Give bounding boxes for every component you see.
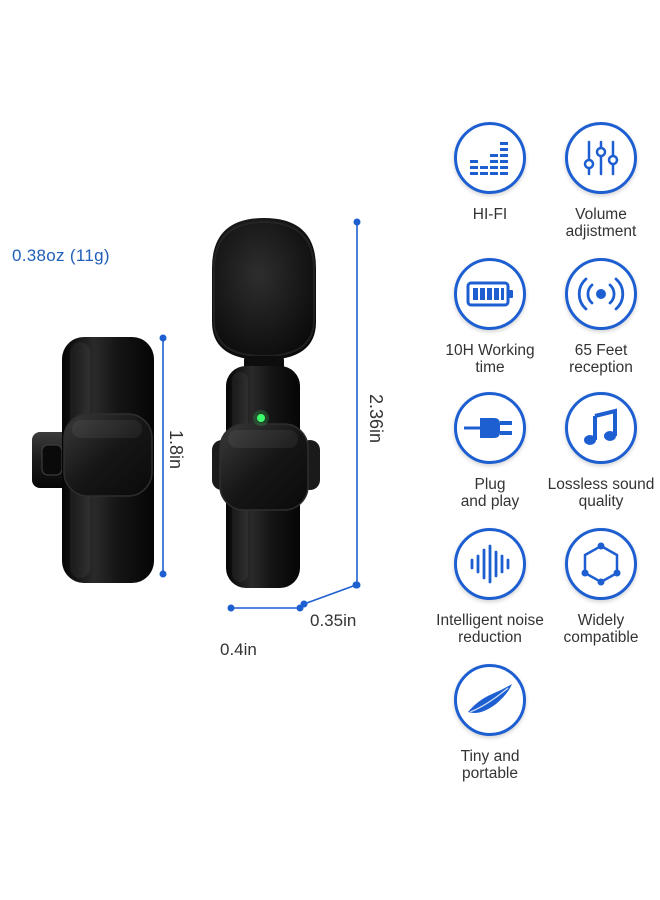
wireless-signal-icon <box>565 258 637 330</box>
feature-lossless: Lossless sound quality <box>535 392 660 510</box>
feature-label: Volume adjistment <box>565 206 637 240</box>
hexagon-network-icon <box>565 528 637 600</box>
feather-icon <box>454 664 526 736</box>
feature-plug: Plug and play <box>424 392 556 510</box>
feature-label: Intelligent noise reduction <box>436 612 544 646</box>
plug-icon <box>454 392 526 464</box>
weight-label: 0.38oz (11g) <box>12 246 110 265</box>
status-led <box>257 414 265 422</box>
receiver-body <box>62 337 154 583</box>
feature-label: Widely compatible <box>563 612 639 646</box>
microphone-set-image <box>32 218 361 612</box>
sound-wave-icon <box>454 528 526 600</box>
feature-label: Tiny and portable <box>460 748 520 782</box>
music-note-icon <box>565 392 637 464</box>
mic-width-line <box>227 604 304 612</box>
mic-depth-line <box>300 581 360 608</box>
volume-sliders-icon <box>565 122 637 194</box>
feature-reception: 65 Feet reception <box>535 258 660 376</box>
receiver-usb-plug <box>32 432 70 488</box>
battery-icon <box>454 258 526 330</box>
transmitter-body <box>212 366 320 588</box>
mic-height-line <box>353 218 361 589</box>
feature-compatible: Widely compatible <box>535 528 660 646</box>
receiver-height-label: 1.8in <box>166 430 186 470</box>
feature-battery: 10H Working time <box>424 258 556 376</box>
feature-label: Plug and play <box>460 476 520 510</box>
feature-label: Lossless sound quality <box>547 476 655 510</box>
feature-volume: Volume adjistment <box>535 122 660 240</box>
microphone-foam-windscreen <box>212 218 316 360</box>
feature-noise-reduction: Intelligent noise reduction <box>424 528 556 646</box>
equalizer-icon <box>454 122 526 194</box>
feature-label: 65 Feet reception <box>569 342 633 376</box>
feature-hifi: HI-FI <box>424 122 556 223</box>
product-illustration <box>32 218 361 612</box>
mic-height-label: 2.36in <box>366 394 386 444</box>
receiver-height-line <box>159 334 167 578</box>
feature-label: 10H Working time <box>445 342 535 376</box>
feature-label: HI-FI <box>472 206 508 223</box>
width-label: 0.4in <box>220 640 257 659</box>
depth-label: 0.35in <box>310 611 357 630</box>
feature-portable: Tiny and portable <box>424 664 556 782</box>
